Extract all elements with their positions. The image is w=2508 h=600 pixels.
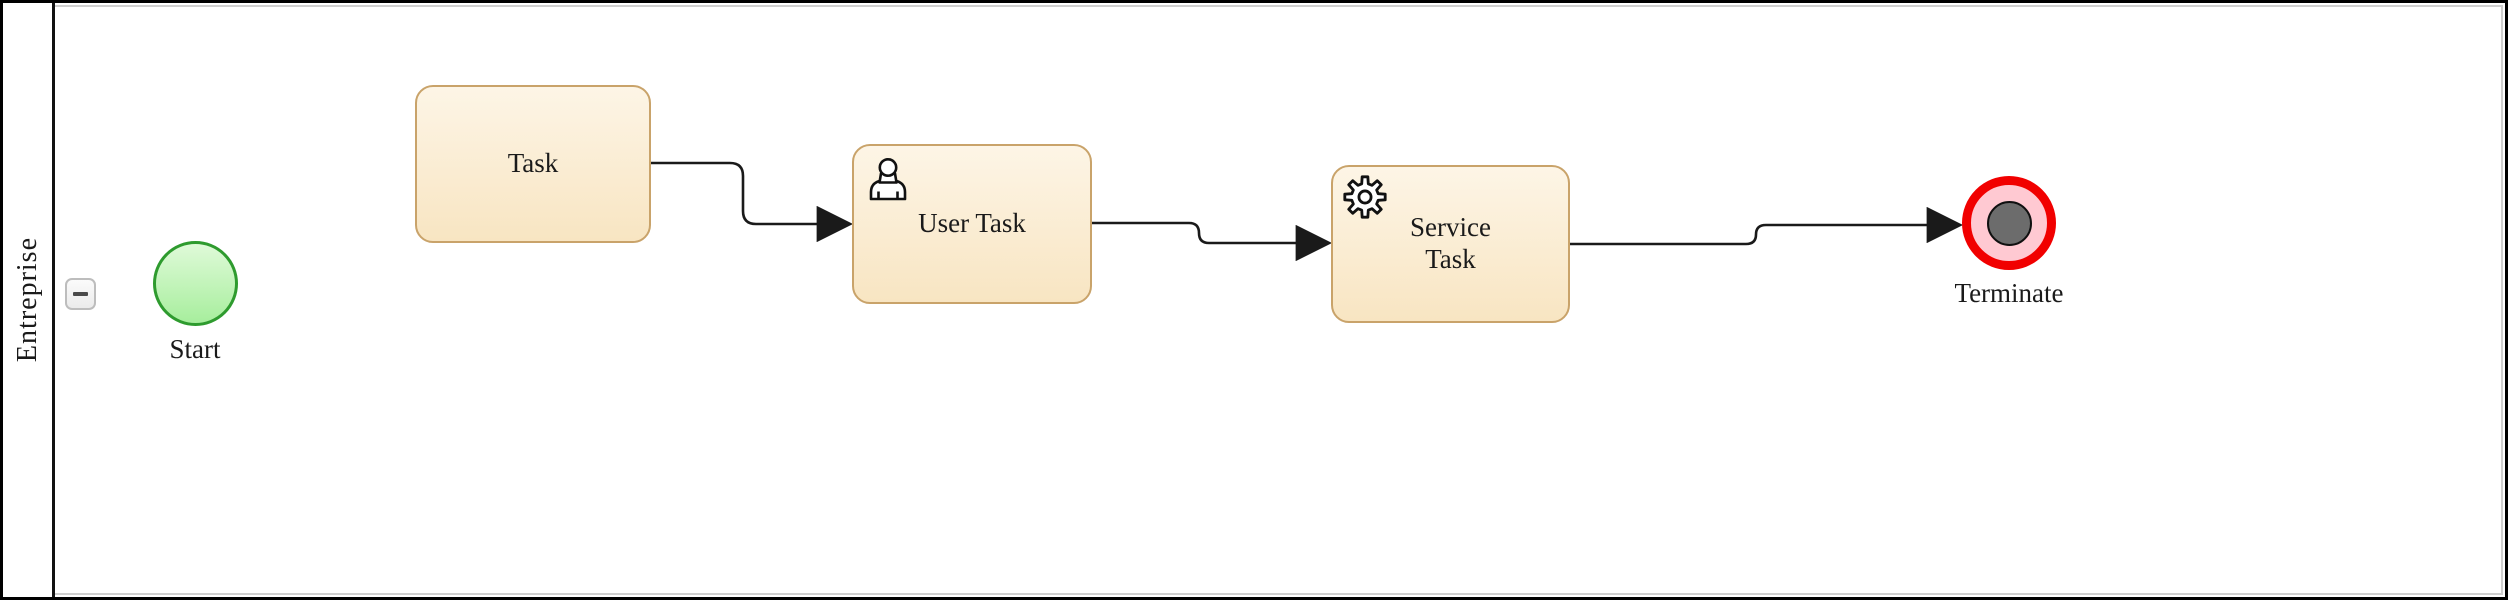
user-task-node[interactable]: User Task	[852, 144, 1092, 304]
start-event-circle[interactable]	[153, 241, 238, 326]
sequence-flow-servicetask-to-terminate[interactable]	[1570, 206, 1964, 246]
task-label: Task	[507, 148, 559, 179]
user-task-label: User Task	[918, 208, 1026, 239]
service-task-label: Service Task	[1410, 212, 1491, 274]
sequence-flow-usertask-to-servicetask[interactable]	[1092, 221, 1333, 262]
start-event-label: Start	[169, 334, 221, 364]
terminate-event-label: Terminate	[1954, 278, 2064, 308]
user-icon	[869, 158, 907, 201]
gear-icon	[1343, 175, 1387, 219]
pool-title: Entreprise	[11, 237, 43, 363]
service-task-node[interactable]: Service Task	[1331, 165, 1570, 323]
pool-collapse-button[interactable]	[65, 278, 96, 310]
minus-icon	[73, 291, 88, 297]
task-node[interactable]: Task	[415, 85, 651, 243]
sequence-flows-layer	[651, 161, 1964, 262]
pool-header-entreprise[interactable]: Entreprise	[3, 3, 55, 597]
terminate-event-circle[interactable]	[1962, 176, 2056, 270]
terminate-core-icon	[1986, 200, 2032, 246]
sequence-flow-task-to-usertask[interactable]	[651, 161, 854, 243]
